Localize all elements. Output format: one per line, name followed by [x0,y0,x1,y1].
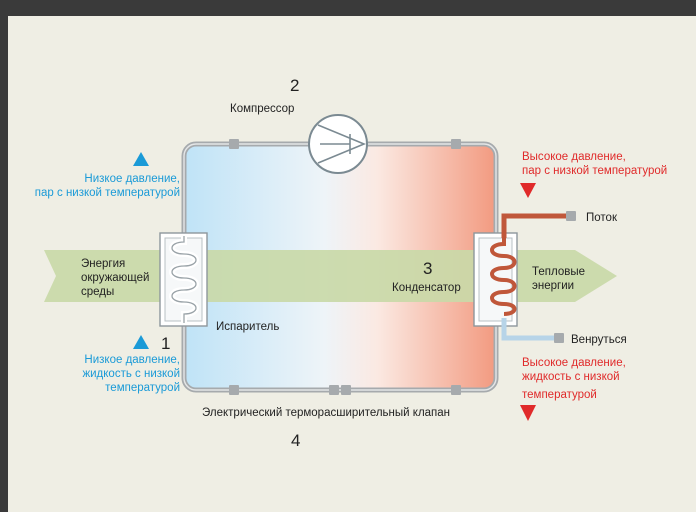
valve-label: Электрический терморасширительный клапан [202,407,451,419]
evaporator-coil-icon [159,232,208,327]
state-high-pressure-liquid: Высокое давление, жидкость с низкой темп… [522,357,626,401]
arrow-down-icon [520,183,536,198]
return-label: Венруться [571,334,627,346]
ambient-energy-label: Энергия окружающей среды [81,258,150,298]
condenser-label: Конденсатор [392,282,461,294]
heat-energy-label: Тепловые энергии [532,266,586,292]
arrow-down-icon [520,405,536,421]
state-low-pressure-liquid: Низкое давление, жидкость с низкой темпе… [82,354,180,394]
arrow-up-icon [133,152,149,166]
step-number-evaporator: 1 [161,334,171,353]
pipe-joint-icon [229,139,461,395]
condenser-coil-icon [473,211,576,343]
step-number-valve: 4 [291,431,301,450]
compressor-label: Компрессор [230,103,295,115]
state-low-pressure-vapor: Низкое давление, пар с низкой температур… [34,173,180,199]
step-number-compressor: 2 [290,76,300,95]
step-number-condenser: 3 [423,259,433,278]
state-high-pressure-vapor: Высокое давление, пар с низкой температу… [522,151,668,177]
arrow-up-icon [133,335,149,349]
compressor-icon [308,114,368,174]
flow-label: Поток [586,212,617,224]
evaporator-label: Испаритель [216,321,280,333]
